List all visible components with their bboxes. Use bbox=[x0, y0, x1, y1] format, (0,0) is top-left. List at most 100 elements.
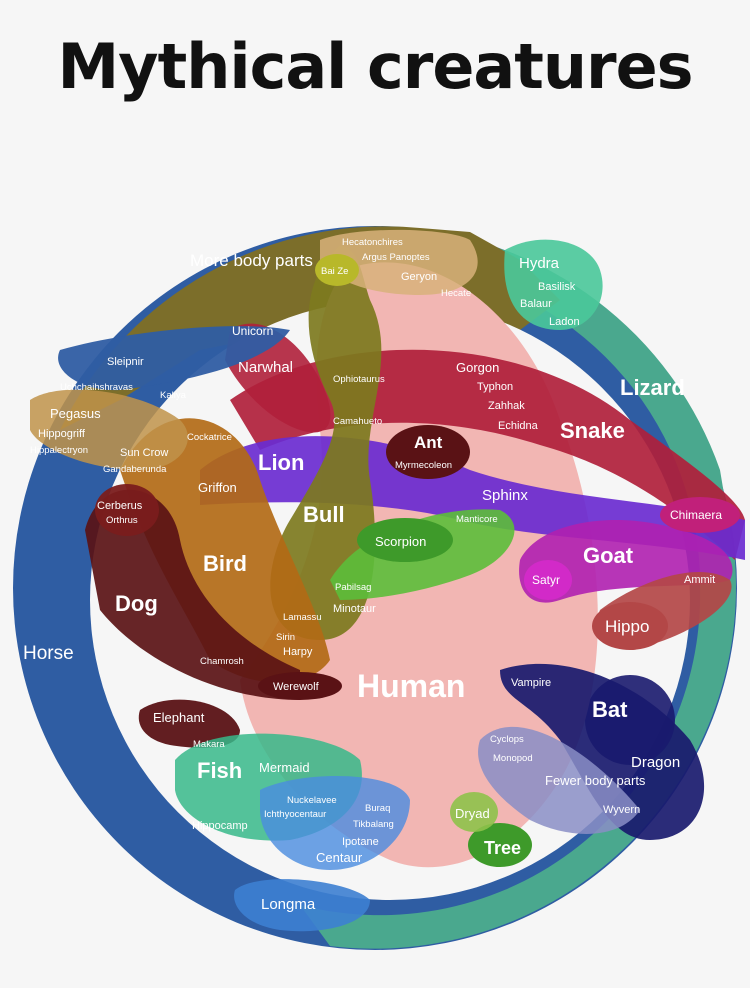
group-label-tree: Tree bbox=[484, 838, 521, 858]
dryad-region bbox=[450, 792, 498, 832]
group-label-hippo: Hippo bbox=[605, 617, 649, 636]
creature-hecatonchires: Hecatonchires bbox=[342, 237, 403, 248]
elephant-region bbox=[138, 699, 240, 748]
creature-sun-crow: Sun Crow bbox=[120, 447, 168, 459]
bird-region bbox=[120, 418, 330, 683]
creature-basilisk: Basilisk bbox=[538, 281, 576, 293]
creature-wyvern: Wyvern bbox=[603, 804, 640, 816]
creature-myrmecoleon: Myrmecoleon bbox=[395, 460, 452, 471]
creature-geryon: Geryon bbox=[401, 271, 437, 283]
creature-ophiotaurus: Ophiotaurus bbox=[333, 374, 385, 385]
creature-chamrosh: Chamrosh bbox=[200, 656, 244, 667]
creature-hippalectryon: Hippalectryon bbox=[30, 445, 88, 456]
group-label-lizard: Lizard bbox=[620, 375, 685, 400]
group-label-fish: Fish bbox=[197, 758, 242, 783]
sleipnir-region bbox=[58, 326, 291, 391]
creature-cerberus: Cerberus bbox=[97, 500, 143, 512]
creature-cyclops: Cyclops bbox=[490, 734, 524, 745]
creature-bai-ze: Bai Ze bbox=[321, 266, 348, 277]
creature-balaur: Balaur bbox=[520, 298, 552, 310]
hydra-region bbox=[504, 239, 603, 330]
pegasus-region bbox=[30, 389, 188, 470]
bull-region bbox=[270, 245, 382, 640]
hecatonchires-region bbox=[320, 229, 478, 295]
group-label-bull: Bull bbox=[303, 502, 345, 527]
creature-harpy: Harpy bbox=[283, 646, 313, 658]
creature-dryad: Dryad bbox=[455, 806, 490, 821]
creature-buraq: Buraq bbox=[365, 803, 390, 814]
cerberus-region bbox=[95, 484, 159, 536]
creature-narwhal: Narwhal bbox=[238, 359, 293, 376]
group-label-ant: Ant bbox=[414, 433, 443, 452]
creature-pabilsag: Pabilsag bbox=[335, 582, 371, 593]
creature-lamassu: Lamassu bbox=[283, 612, 322, 623]
creature-ichthyocentaur: Ichthyocentaur bbox=[264, 809, 326, 820]
creature-hippocamp: Hippocamp bbox=[192, 820, 248, 832]
centaur-region bbox=[260, 776, 410, 870]
creature-zahhak: Zahhak bbox=[488, 400, 525, 412]
creature-typhon: Typhon bbox=[477, 381, 513, 393]
creature-gandaberunda: Gandaberunda bbox=[103, 464, 167, 475]
creature-hippogriff: Hippogriff bbox=[38, 428, 86, 440]
creature-orthrus: Orthrus bbox=[106, 515, 138, 526]
creature-griffon: Griffon bbox=[198, 480, 237, 495]
scorpion-core bbox=[357, 518, 453, 562]
group-label-snake: Snake bbox=[560, 418, 625, 443]
group-label-lion: Lion bbox=[258, 450, 304, 475]
hippo-small bbox=[592, 602, 668, 650]
group-label-goat: Goat bbox=[583, 543, 634, 568]
group-label-horse: Horse bbox=[23, 643, 74, 664]
tree-region bbox=[468, 823, 532, 867]
creature-vampire: Vampire bbox=[511, 677, 551, 689]
bai-ze-region bbox=[315, 254, 359, 286]
creature-uchchaihshravas: Uchchaihshravas bbox=[60, 382, 133, 393]
creature-hecate: Hecate bbox=[441, 288, 471, 299]
group-label-more-body-parts-1: More body parts bbox=[190, 251, 313, 270]
longma-region bbox=[234, 879, 370, 932]
creature-minotaur: Minotaur bbox=[333, 603, 376, 615]
creature-pegasus: Pegasus bbox=[50, 406, 101, 421]
creature-dragon: Dragon bbox=[631, 754, 680, 771]
diagram-title: Mythical creatures bbox=[57, 30, 693, 103]
creature-monopod: Monopod bbox=[493, 753, 533, 764]
creature-centaur: Centaur bbox=[316, 850, 363, 865]
creature-argus-panoptes: Argus Panoptes bbox=[362, 252, 430, 263]
creature-cockatrice: Cockatrice bbox=[187, 432, 232, 443]
dog-region bbox=[85, 489, 300, 700]
creature-nuckelavee: Nuckelavee bbox=[287, 795, 337, 806]
creature-sphinx: Sphinx bbox=[482, 487, 528, 504]
group-label-human: Human bbox=[357, 668, 465, 704]
group-label-bird: Bird bbox=[203, 551, 247, 576]
creature-kaliya: Kaliya bbox=[160, 390, 187, 401]
creature-camahueto: Camahueto bbox=[333, 416, 382, 427]
fewer-body-parts-region bbox=[478, 726, 640, 834]
chimaera-region bbox=[660, 497, 740, 533]
group-label-dog: Dog bbox=[115, 591, 158, 616]
creature-echidna: Echidna bbox=[498, 420, 539, 432]
creature-sirin: Sirin bbox=[276, 632, 295, 643]
creature-chimaera: Chimaera bbox=[670, 508, 722, 522]
creature-ladon: Ladon bbox=[549, 316, 580, 328]
creature-werewolf: Werewolf bbox=[273, 681, 320, 693]
werewolf-region bbox=[258, 672, 342, 700]
creature-ammit: Ammit bbox=[684, 574, 715, 586]
group-label-fewer-body-parts: Fewer body parts bbox=[545, 773, 646, 788]
group-label-bat: Bat bbox=[592, 697, 628, 722]
bat-region bbox=[500, 663, 705, 840]
creature-mermaid: Mermaid bbox=[259, 760, 310, 775]
creature-longma: Longma bbox=[261, 896, 316, 913]
creature-scorpion: Scorpion bbox=[375, 534, 426, 549]
creature-unicorn: Unicorn bbox=[232, 324, 273, 338]
creature-elephant: Elephant bbox=[153, 710, 205, 725]
ant-region bbox=[386, 425, 470, 479]
satyr-region bbox=[524, 560, 572, 600]
creature-sleipnir: Sleipnir bbox=[107, 356, 144, 368]
creature-satyr: Satyr bbox=[532, 573, 560, 587]
creature-ipotane: Ipotane bbox=[342, 836, 379, 848]
creature-makara: Makara bbox=[193, 739, 225, 750]
creature-manticore: Manticore bbox=[456, 514, 498, 525]
creature-gorgon: Gorgon bbox=[456, 360, 499, 375]
creature-hydra: Hydra bbox=[519, 255, 560, 272]
creature-tikbalang: Tikbalang bbox=[353, 819, 394, 830]
